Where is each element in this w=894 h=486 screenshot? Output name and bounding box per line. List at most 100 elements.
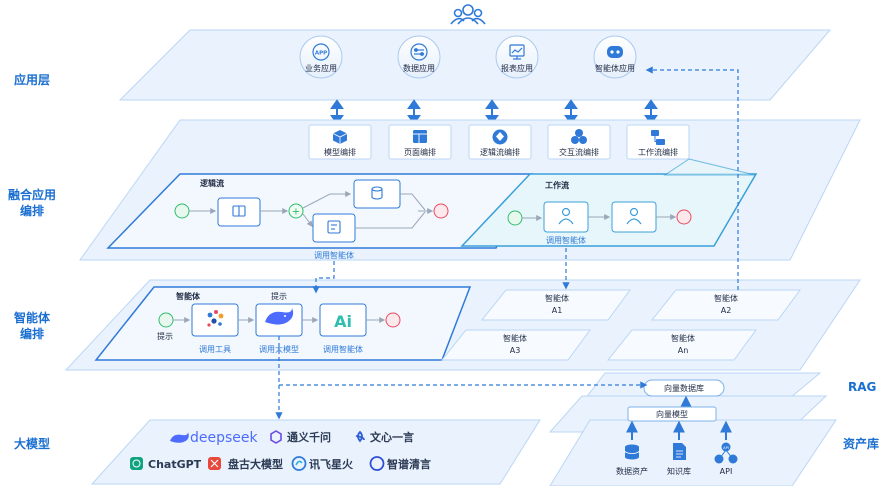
asset-api-label: API	[720, 467, 733, 476]
database-icon	[371, 186, 383, 200]
llm-layer-plane	[90, 419, 541, 485]
layer-label-llm: 大模型	[14, 436, 50, 451]
orch-card-model[interactable]: 模型编排	[308, 124, 372, 160]
asset-knowledge-label: 知识库	[667, 466, 691, 476]
split-icon	[232, 205, 246, 217]
work-start-node	[507, 210, 523, 226]
cube-icon	[332, 130, 348, 144]
llm-deepseek-label: deepseek	[190, 430, 259, 446]
llm-chatgpt: ChatGPT	[130, 457, 202, 471]
report-icon	[509, 44, 525, 60]
app-card-data[interactable]: 数据应用	[397, 35, 441, 79]
app-card-report[interactable]: 报表应用	[495, 35, 539, 79]
agent-card-a2-name: 智能体	[714, 293, 738, 303]
orch-card-interaction[interactable]: 交互流编排	[547, 124, 611, 160]
layer-label-agent-1: 智能体	[13, 310, 51, 325]
deepseek-whale-icon	[170, 432, 189, 443]
agent-card-a3-name: 智能体	[503, 333, 527, 343]
app-label-agent: 智能体应用	[595, 63, 635, 73]
llm-zhipu: 智谱清言	[369, 456, 431, 471]
work-end-node	[676, 209, 692, 225]
gateway-node	[288, 203, 304, 219]
database-icon	[624, 444, 640, 460]
ai-logo-icon: Ai	[334, 312, 352, 331]
wenxin-logo-icon	[355, 430, 365, 443]
dashed-connectors	[275, 66, 739, 420]
layer-label-assets: 资产库	[843, 436, 879, 451]
orch-label-page: 页面编排	[404, 147, 436, 157]
agent-start-node	[158, 312, 174, 328]
agent-step-agent[interactable]: Ai 调用智能体	[319, 303, 367, 354]
work-flow-diagram	[507, 201, 692, 233]
llm-xunfei-label: 讯飞星火	[309, 458, 354, 471]
vector-model-label: 向量模型	[656, 409, 688, 419]
agent-panel-title: 智能体	[176, 291, 201, 301]
agent-card-a3[interactable]: 智能体 A3	[440, 329, 591, 361]
tongyi-logo-icon	[270, 430, 282, 444]
layer-label-rag: RAG	[848, 380, 876, 394]
llm-wenxin-label: 文心一言	[370, 430, 414, 444]
agent-card-a3-id: A3	[510, 346, 521, 355]
orch-card-page[interactable]: 页面编排	[388, 124, 452, 160]
llm-tongyi-label: 通义千问	[287, 430, 331, 444]
llm-pangu: 盘古大模型	[208, 457, 283, 471]
flow-icon	[492, 129, 508, 145]
work-flow-title: 工作流	[545, 180, 569, 190]
agent-card-an-id: An	[678, 346, 689, 355]
agent-card-an[interactable]: 智能体 An	[606, 329, 757, 361]
document-icon	[673, 443, 686, 460]
app-label-data: 数据应用	[403, 63, 435, 73]
robot-icon	[607, 46, 623, 58]
orch-card-workflow[interactable]: 工作流编排	[626, 124, 690, 160]
user-task-icon	[626, 207, 642, 225]
agent-step-icon	[327, 220, 341, 234]
agent-prompt-left-label: 提示	[157, 331, 173, 341]
llm-pangu-label: 盘古大模型	[228, 457, 283, 471]
agent-end-node	[385, 312, 401, 328]
layout-icon	[413, 130, 427, 143]
llm-deepseek: deepseek	[170, 430, 259, 446]
logic-data-box	[353, 179, 401, 209]
app-label-business: 业务应用	[305, 63, 337, 73]
work-call-agent-label: 调用智能体	[546, 235, 586, 245]
workflow-callout	[663, 158, 756, 176]
orch-card-logic[interactable]: 逻辑流编排	[468, 124, 532, 160]
api-network-icon: API	[714, 442, 738, 464]
layer-label-fusion-1: 融合应用	[8, 187, 56, 202]
app-layer-plane	[118, 29, 832, 101]
layer-label-app: 应用层	[14, 72, 50, 87]
tool-dots-icon	[207, 310, 224, 327]
whale-icon	[265, 308, 294, 325]
work-step-box-1	[543, 201, 589, 233]
app-card-business[interactable]: APP 业务应用	[299, 35, 343, 79]
gateway-plus-icon: +	[292, 207, 300, 218]
logic-end-node	[433, 203, 449, 219]
agent-step-agent-label: 调用智能体	[323, 344, 363, 354]
llm-wenxin: 文心一言	[355, 430, 414, 444]
asset-api[interactable]: API API	[714, 442, 738, 477]
vector-db-node[interactable]: 向量数据库	[643, 379, 725, 397]
agent-card-a1-name: 智能体	[545, 293, 569, 303]
agent-card-a2[interactable]: 智能体 A2	[650, 289, 801, 321]
orch-label-logic: 逻辑流编排	[480, 147, 520, 157]
workflow-icon	[651, 130, 665, 145]
agent-step-tool[interactable]: 调用工具	[191, 303, 239, 354]
asset-knowledge[interactable]: 知识库	[667, 443, 691, 476]
logic-flow-title: 逻辑流	[199, 178, 224, 188]
vector-model-node[interactable]: 向量模型	[627, 406, 717, 422]
interaction-icon	[571, 129, 587, 144]
app-label-report: 报表应用	[501, 63, 533, 73]
logic-call-agent-label: 调用智能体	[314, 250, 354, 260]
xunfei-logo-icon	[291, 456, 307, 471]
zhipu-logo-icon	[369, 456, 385, 471]
agent-card-a1[interactable]: 智能体 A1	[480, 289, 631, 321]
llm-xunfei: 讯飞星火	[291, 456, 354, 471]
chatgpt-logo-icon	[130, 457, 143, 470]
llm-chatgpt-label: ChatGPT	[148, 458, 202, 471]
app-icon: APP	[312, 43, 330, 61]
app-card-agent[interactable]: 智能体应用	[593, 35, 637, 79]
app-badge-label: APP	[315, 51, 327, 57]
logic-agent-box	[312, 213, 356, 243]
work-step-box-2	[611, 201, 657, 233]
asset-data[interactable]: 数据资产	[616, 444, 648, 477]
